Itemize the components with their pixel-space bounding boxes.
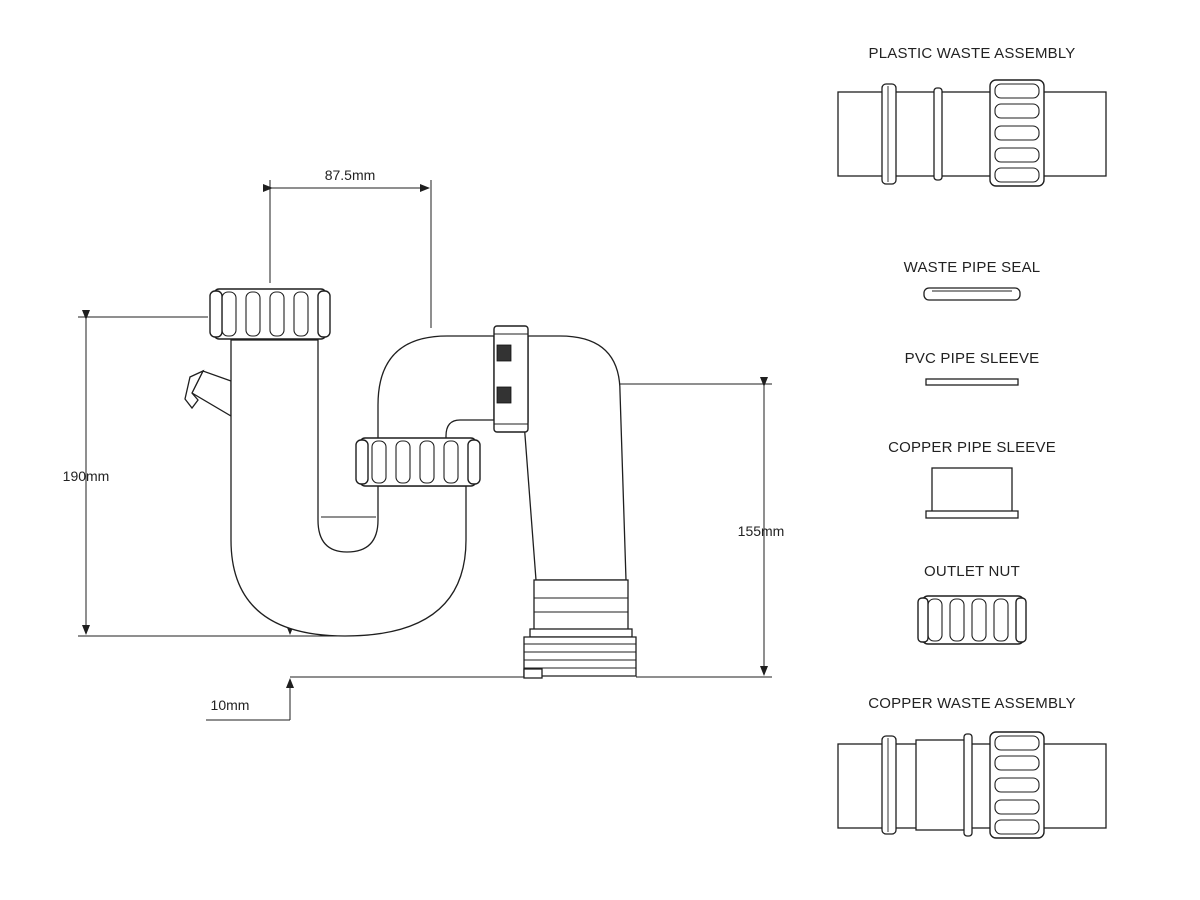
copper-pipe-sleeve-drawing bbox=[925, 467, 1019, 519]
middle-nut bbox=[355, 437, 481, 487]
outlet-tail bbox=[523, 579, 637, 679]
trap-u-bend bbox=[230, 339, 467, 637]
side-spigot bbox=[184, 369, 232, 418]
dimension-155mm: 155mm bbox=[738, 523, 785, 539]
trap-return-bend bbox=[377, 335, 495, 457]
label-waste-pipe-seal: WASTE PIPE SEAL bbox=[904, 259, 1041, 276]
outlet-nut-drawing bbox=[917, 595, 1027, 645]
outlet-coupling-nut bbox=[493, 325, 529, 433]
copper-waste-nut bbox=[989, 731, 1045, 839]
plastic-waste-nut bbox=[989, 79, 1045, 187]
pvc-pipe-sleeve-drawing bbox=[925, 378, 1019, 386]
inlet-nut bbox=[209, 288, 331, 340]
s-trap-drawing bbox=[184, 288, 637, 679]
plastic-waste-assembly-drawing bbox=[837, 79, 1107, 187]
dimension-87-5mm: 87.5mm bbox=[325, 167, 376, 183]
label-outlet-nut: OUTLET NUT bbox=[924, 563, 1020, 580]
label-plastic-waste-assembly: PLASTIC WASTE ASSEMBLY bbox=[869, 45, 1076, 62]
copper-waste-assembly-drawing bbox=[837, 731, 1107, 839]
dimension-190mm: 190mm bbox=[63, 468, 110, 484]
outlet-bend bbox=[523, 335, 627, 581]
waste-pipe-seal-drawing bbox=[923, 287, 1021, 301]
label-pvc-pipe-sleeve: PVC PIPE SLEEVE bbox=[905, 350, 1040, 367]
label-copper-waste-assembly: COPPER WASTE ASSEMBLY bbox=[868, 695, 1076, 712]
dimension-10mm: 10mm bbox=[211, 697, 250, 713]
label-copper-pipe-sleeve: COPPER PIPE SLEEVE bbox=[888, 439, 1056, 456]
